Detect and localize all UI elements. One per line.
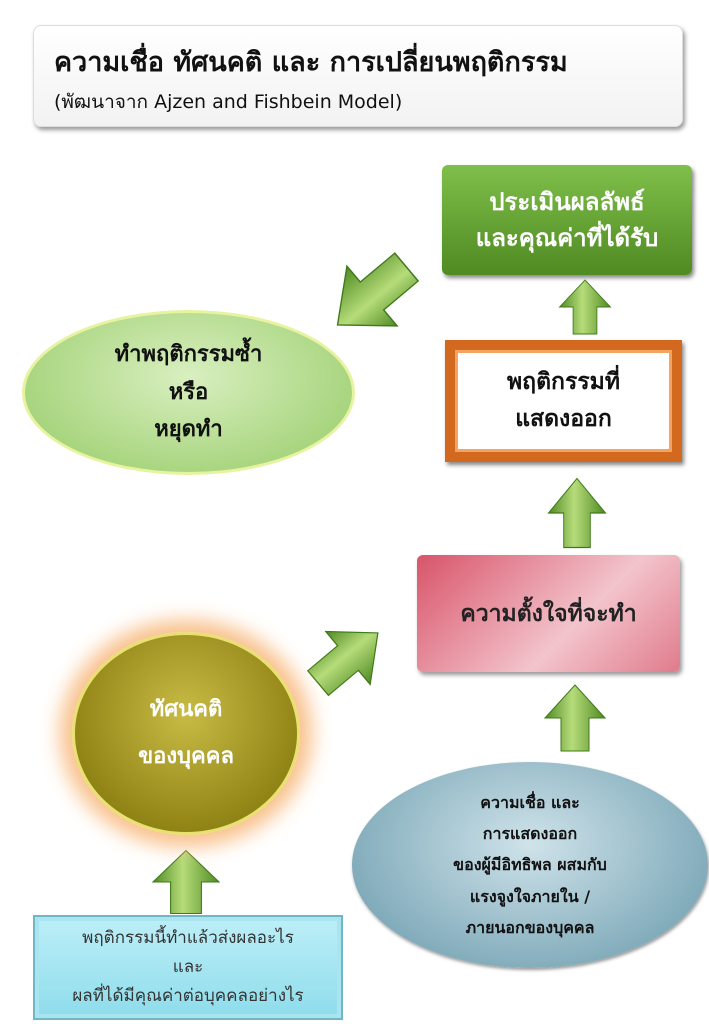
diagram-title-box: ความเชื่อ ทัศนคติ และ การเปลี่ยนพฤติกรรม… bbox=[33, 25, 683, 127]
arrow-to-intention bbox=[295, 605, 401, 711]
repeat-line: หยุดทำ bbox=[154, 417, 223, 443]
repeat-or-stop-ellipse: ทำพฤติกรรมซ้ำ หรือ หยุดทำ bbox=[22, 310, 355, 475]
arrow-up-to-attitude bbox=[152, 849, 220, 915]
diagram-title: ความเชื่อ ทัศนคติ และ การเปลี่ยนพฤติกรรม bbox=[54, 47, 568, 78]
repeat-line: ทำพฤติกรรมซ้ำ bbox=[114, 342, 263, 368]
intention-box: ความตั้งใจที่จะทำ bbox=[417, 555, 680, 672]
behavior-box: พฤติกรรมที่ แสดงออก bbox=[445, 340, 682, 462]
behavior-line-2: แสดงออก bbox=[515, 406, 612, 432]
arrow-up-to-intention bbox=[544, 684, 606, 752]
attitude-line: ทัศนคติ bbox=[149, 697, 223, 723]
beliefs-line: แรงจูงใจภายใน / bbox=[469, 886, 591, 906]
intention-label: ความตั้งใจที่จะทำ bbox=[460, 600, 637, 627]
evaluate-outcome-box: ประเมินผลลัพธ์ และคุณค่าที่ได้รับ bbox=[442, 165, 692, 275]
consequence-line: พฤติกรรมนี้ทำแล้วส่งผลอะไร bbox=[82, 928, 294, 949]
consequence-box: พฤติกรรมนี้ทำแล้วส่งผลอะไร และ ผลที่ได้ม… bbox=[33, 915, 343, 1020]
consequence-line: และ bbox=[172, 957, 204, 978]
evaluate-line-2: และคุณค่าที่ได้รับ bbox=[475, 224, 659, 252]
repeat-line: หรือ bbox=[168, 379, 209, 405]
attitude-line: ของบุคคล bbox=[138, 743, 234, 769]
beliefs-line: การแสดงออก bbox=[482, 824, 578, 844]
arrow-to-repeat bbox=[311, 236, 433, 356]
consequence-line: ผลที่ได้มีคุณค่าต่อบุคคลอย่างไร bbox=[72, 985, 304, 1006]
behavior-line-1: พฤติกรรมที่ bbox=[507, 369, 620, 396]
arrow-up-to-behavior bbox=[547, 477, 607, 549]
attitude-circle: ทัศนคติ ของบุคคล bbox=[72, 632, 300, 835]
beliefs-line: ความเชื่อ และ bbox=[480, 793, 580, 813]
arrow-up-to-evaluate bbox=[559, 279, 611, 335]
beliefs-line: ของผู้มีอิทธิพล ผสมกับ bbox=[453, 855, 607, 875]
beliefs-line: ภายนอกของบุคคล bbox=[465, 917, 595, 937]
beliefs-ellipse: ความเชื่อ และ การแสดงออก ของผู้มีอิทธิพล… bbox=[352, 762, 708, 968]
diagram-subtitle: (พัฒนาจาก Ajzen and Fishbein Model) bbox=[54, 91, 403, 113]
evaluate-line-1: ประเมินผลลัพธ์ bbox=[489, 188, 645, 216]
